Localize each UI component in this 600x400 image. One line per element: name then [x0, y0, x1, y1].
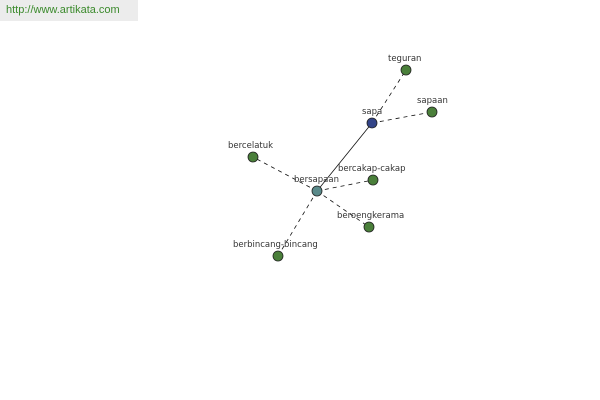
node-label-teguran[interactable]: teguran — [388, 54, 421, 64]
edge-sapa-sapaan — [371, 111, 433, 124]
edge-bersapaan-bercakap-cakap — [316, 179, 374, 192]
edge-bersapaan-beroengkerama — [316, 190, 370, 228]
labels-layer: bersapaan sapa teguran sapaan bercelatuk berc… — [228, 54, 448, 250]
node-beroengkerama[interactable] — [363, 221, 375, 233]
node-label-bercakap-cakap[interactable]: bercakap-cakap — [338, 164, 406, 174]
node-label-berbincang-bincang[interactable]: berbincang-bincang — [233, 240, 318, 250]
node-berbincang-bincang[interactable] — [272, 250, 284, 262]
node-sapaan[interactable] — [426, 106, 438, 118]
url-link[interactable]: http://www.artikata.com — [6, 4, 120, 16]
node-label-sapa[interactable]: sapa — [362, 107, 382, 117]
edges-layer — [252, 69, 433, 257]
url-banner[interactable]: http://www.artikata.com — [0, 0, 138, 21]
edge-bersapaan-bercelatuk — [252, 156, 318, 192]
node-sapa[interactable] — [366, 117, 378, 129]
node-label-bersapaan[interactable]: bersapaan — [294, 175, 339, 185]
node-label-sapaan[interactable]: sapaan — [417, 96, 448, 106]
node-label-beroengkerama[interactable]: beroengkerama — [337, 211, 404, 221]
node-bercelatuk[interactable] — [247, 151, 259, 163]
edge-bersapaan-sapa — [316, 122, 373, 192]
nodes-layer — [247, 64, 438, 262]
node-bercakap-cakap[interactable] — [367, 174, 379, 186]
node-label-bercelatuk[interactable]: bercelatuk — [228, 141, 273, 151]
edge-sapa-teguran — [371, 69, 407, 124]
node-bersapaan[interactable] — [311, 185, 323, 197]
node-teguran[interactable] — [400, 64, 412, 76]
